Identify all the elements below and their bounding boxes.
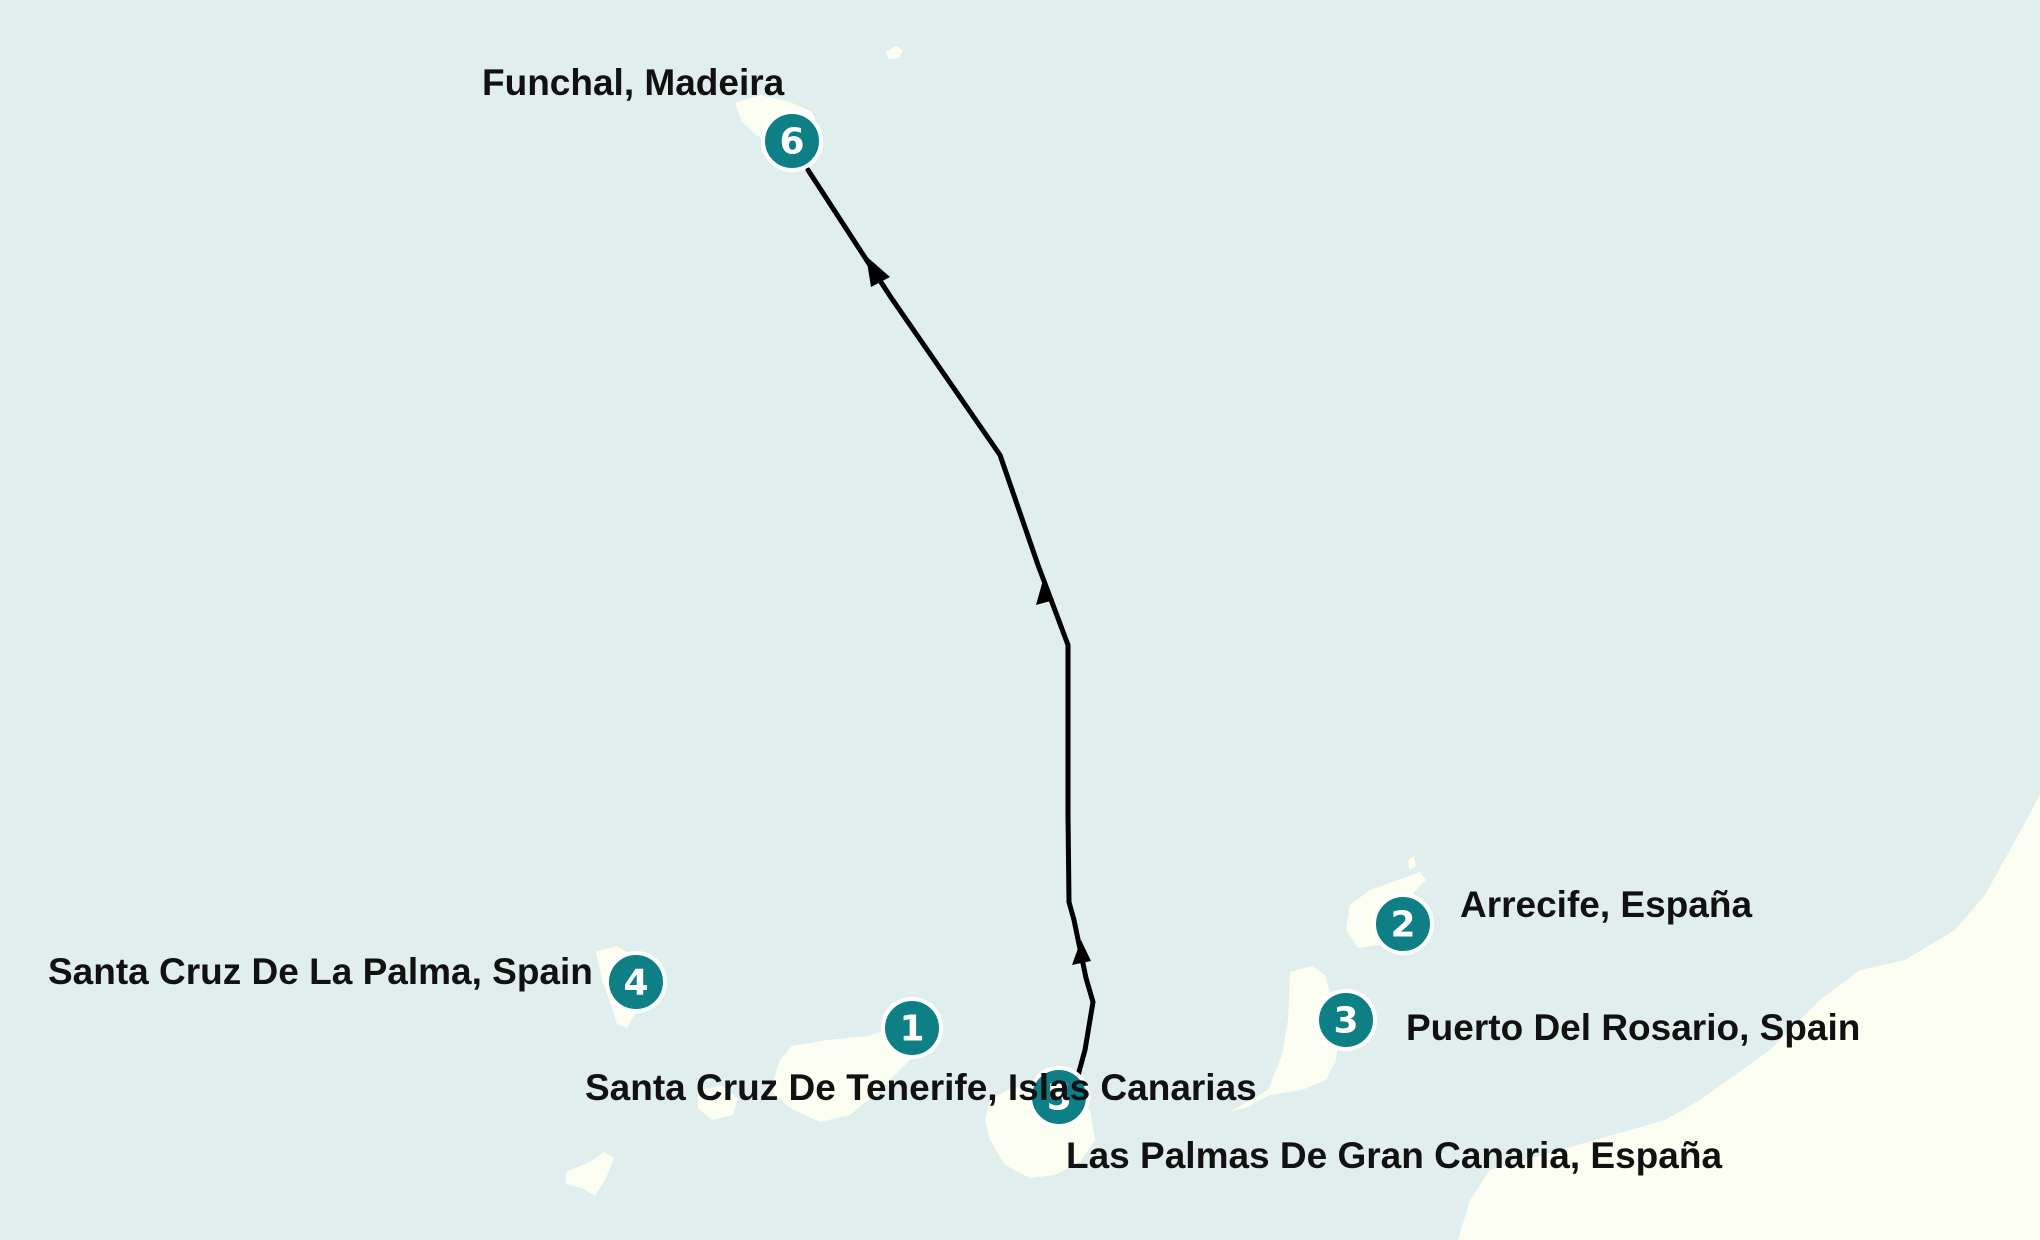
cruise-route-line (805, 167, 1096, 1093)
stop-label-las-palmas: Las Palmas De Gran Canaria, España (1066, 1135, 1722, 1176)
stop-marker-6[interactable]: 6 (761, 110, 823, 172)
stop-marker-4[interactable]: 4 (605, 951, 667, 1013)
stop-number: 3 (1333, 1001, 1358, 1042)
stop-marker-2[interactable]: 2 (1372, 893, 1434, 955)
stop-label-puerto-del-rosario: Puerto Del Rosario, Spain (1406, 1007, 1860, 1048)
la-graciosa-island (1408, 856, 1416, 870)
stop-number: 5 (1046, 1078, 1071, 1119)
stop-marker-1[interactable]: 1 (881, 997, 943, 1059)
tenerife-island (770, 1020, 922, 1122)
route-direction-arrow (1036, 580, 1054, 605)
stop-label-tenerife: Santa Cruz De Tenerife, Islas Canarias (585, 1067, 1257, 1108)
stop-number: 1 (899, 1009, 924, 1050)
stop-label-funchal: Funchal, Madeira (482, 62, 785, 103)
stop-number: 2 (1390, 905, 1415, 946)
stop-label-la-palma: Santa Cruz De La Palma, Spain (48, 951, 593, 992)
stop-number: 6 (779, 122, 804, 163)
stop-number: 4 (623, 963, 648, 1004)
route-direction-arrow (866, 256, 890, 287)
stop-marker-5[interactable]: 5 (1028, 1066, 1090, 1128)
fuerteventura-island (1230, 966, 1340, 1112)
african-coast-land (1458, 795, 2040, 1240)
stop-label-arrecife: Arrecife, España (1460, 884, 1752, 925)
stop-marker-3[interactable]: 3 (1315, 989, 1377, 1051)
porto-santo-island (886, 46, 903, 59)
route-direction-arrow (1072, 940, 1091, 965)
el-hierro-island (566, 1152, 614, 1196)
la-gomera-island (698, 1086, 738, 1120)
